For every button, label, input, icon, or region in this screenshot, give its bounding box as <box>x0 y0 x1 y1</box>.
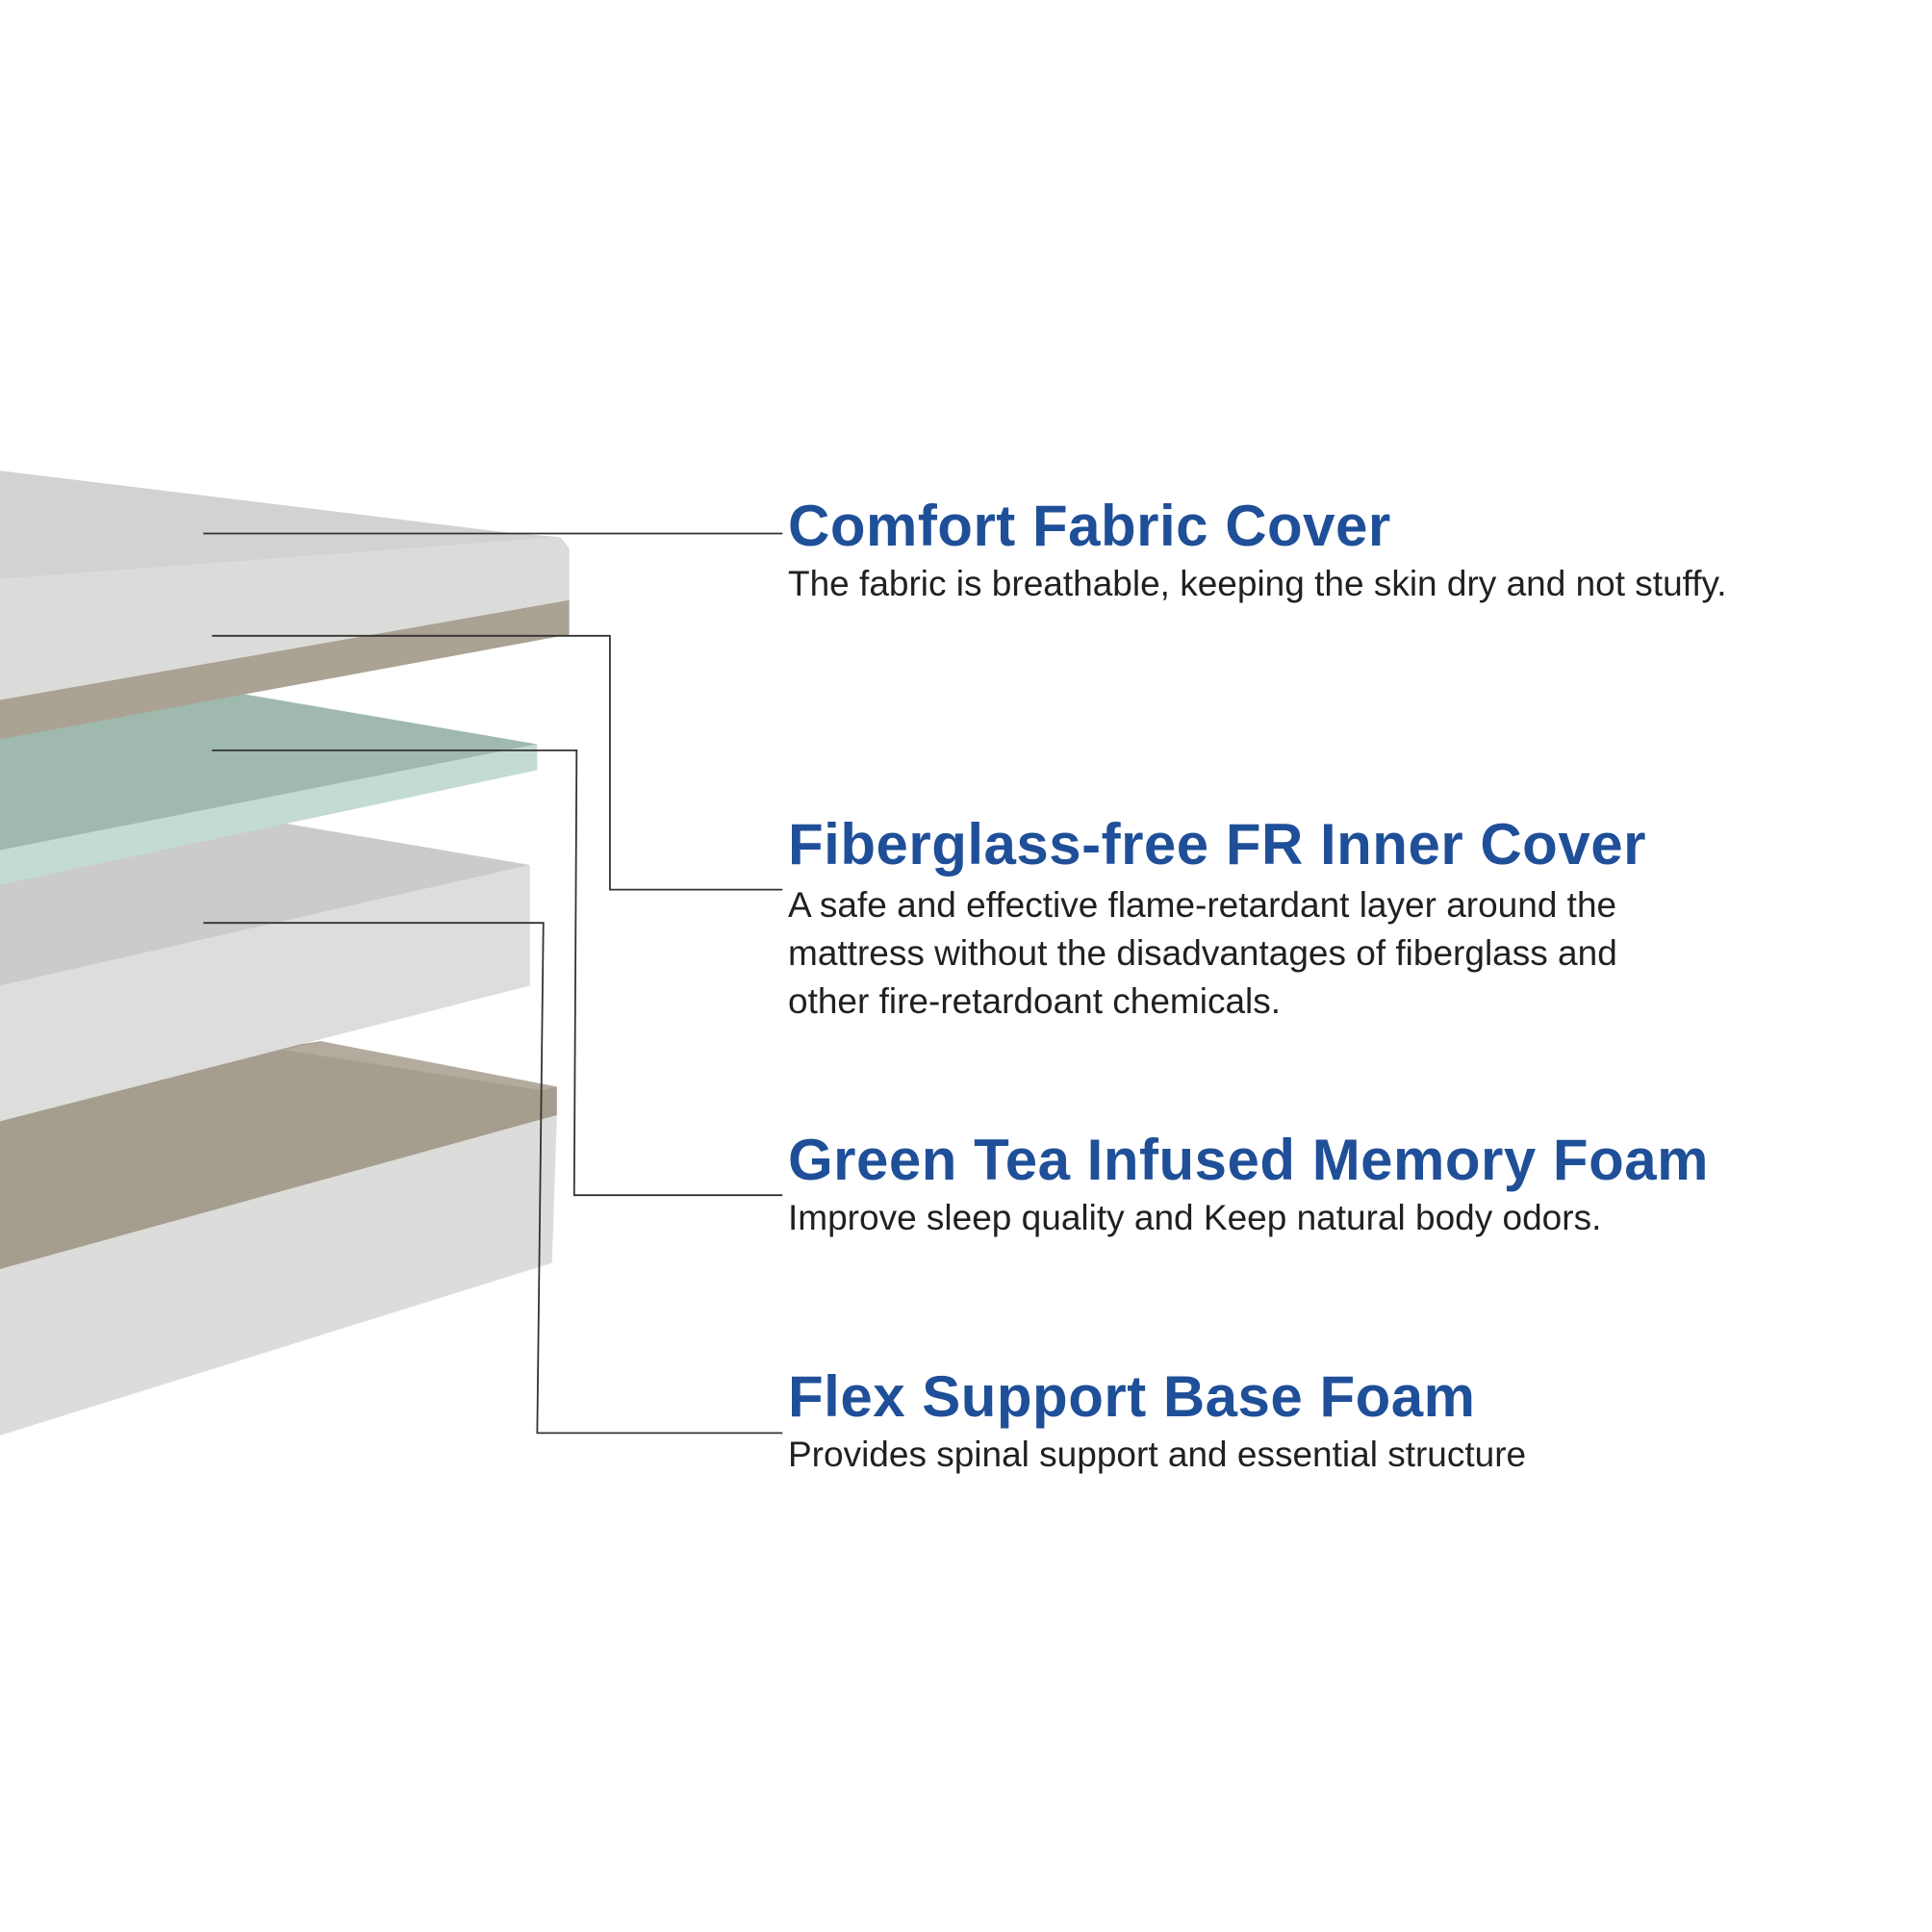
layer-title: Comfort Fabric Cover <box>788 494 1391 558</box>
layer-green-tea-memory-foam: Green Tea Infused Memory Foam Improve sl… <box>788 1127 1709 1242</box>
layer-description: Improve sleep quality and Keep natural b… <box>788 1198 1602 1237</box>
layer-title: Flex Support Base Foam <box>788 1364 1476 1429</box>
layer-description-line: other fire-retardoant chemicals. <box>788 981 1282 1021</box>
layer-fr-inner-cover: Fiberglass-free FR Inner Cover A safe an… <box>788 811 1646 1026</box>
layer-description: Provides spinal support and essential st… <box>788 1435 1527 1474</box>
layer-flex-support-base-foam: Flex Support Base Foam Provides spinal s… <box>788 1363 1526 1479</box>
base-foam-layer <box>0 1041 557 1436</box>
layer-description-line: mattress without the disadvantages of fi… <box>788 933 1617 973</box>
layer-description-line: A safe and effective flame-retardant lay… <box>788 885 1617 925</box>
comfort-cover-layer <box>0 470 570 740</box>
layer-comfort-fabric-cover: Comfort Fabric Cover The fabric is breat… <box>788 493 1727 608</box>
leader-line-2 <box>212 634 783 891</box>
leader-line-4 <box>203 922 783 1435</box>
green-tea-layer <box>0 677 538 885</box>
layer-title: Fiberglass-free FR Inner Cover <box>788 812 1646 877</box>
leader-line-3 <box>212 749 783 1197</box>
layer-description: The fabric is breathable, keeping the sk… <box>788 564 1727 603</box>
layer-title: Green Tea Infused Memory Foam <box>788 1128 1709 1192</box>
leader-lines <box>203 532 783 1435</box>
memory-foam-layer <box>0 823 530 1122</box>
